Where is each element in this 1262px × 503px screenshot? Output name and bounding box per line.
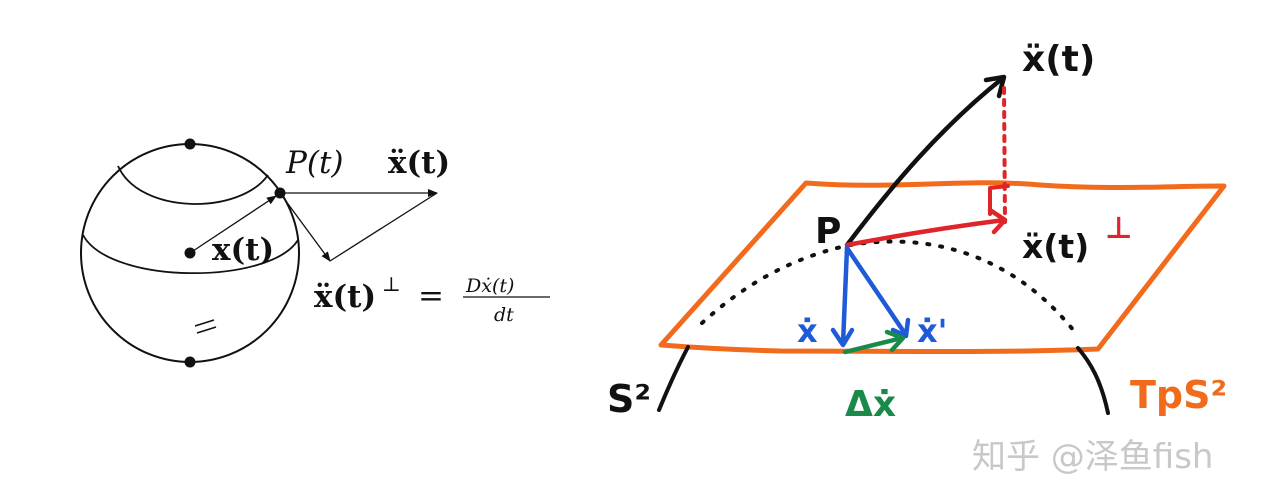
position-vector — [189, 195, 277, 254]
south-pole-dot — [184, 356, 196, 368]
label-accel-left: ẍ(t) — [388, 145, 450, 181]
velocity-arrowhead — [830, 327, 855, 348]
sphere-edge-left — [657, 345, 690, 412]
label-delta: Δẋ — [845, 384, 896, 425]
right-figure: ẍ(t) P ẍ(t) ⊥ ẋ ẋ' Δẋ S² TpS² — [607, 39, 1227, 425]
label-accel-right: ẍ(t) — [1022, 39, 1095, 80]
right-angle-marker — [988, 184, 1010, 216]
label-velocity-prime: ẋ' — [917, 312, 947, 350]
perp-vector-right — [844, 217, 1007, 248]
label-position: x(t) — [212, 232, 274, 268]
north-pole-dot — [184, 138, 196, 150]
accel-vector-right — [844, 75, 1006, 248]
label-frac-num: Dẋ(t) — [465, 275, 514, 297]
label-sphere: S² — [607, 377, 651, 421]
label-tangent-space: TpS² — [1130, 373, 1227, 417]
delta-vector — [842, 335, 905, 355]
label-perp-right: ẍ(t) — [1022, 227, 1089, 266]
left-figure: P(t) ẍ(t) x(t) ẍ(t) ⊥ = Dẋ(t) dt — [80, 138, 550, 368]
sphere-edge-right — [1076, 346, 1110, 415]
label-velocity: ẋ — [797, 312, 818, 350]
label-perp-sup-right: ⊥ — [1105, 211, 1132, 246]
velocity-prime-vector — [844, 245, 909, 338]
velocity-prime-arrowhead — [890, 317, 911, 339]
accel-arrowhead-right — [983, 74, 1007, 99]
tangent-plane — [658, 180, 1227, 354]
label-point-p-right: P — [815, 211, 841, 252]
equator-arc — [82, 234, 299, 275]
label-eq: = — [418, 278, 444, 314]
red-drop-line — [1002, 86, 1007, 224]
perp-component-vector — [279, 192, 331, 262]
label-point-p: P(t) — [285, 145, 344, 181]
velocity-vector — [840, 245, 850, 347]
sphere-tick-marks — [194, 319, 217, 334]
connector-line — [329, 192, 438, 262]
label-perp-lhs: ẍ(t) — [314, 279, 376, 315]
label-perp-sup: ⊥ — [382, 272, 401, 296]
delta-arrowhead — [884, 329, 906, 353]
label-frac-den: dt — [494, 304, 514, 326]
perp-arrowhead-right — [987, 207, 1008, 235]
upper-latitude-arc — [117, 165, 269, 205]
watermark: 知乎 @泽鱼fish — [972, 437, 1214, 477]
